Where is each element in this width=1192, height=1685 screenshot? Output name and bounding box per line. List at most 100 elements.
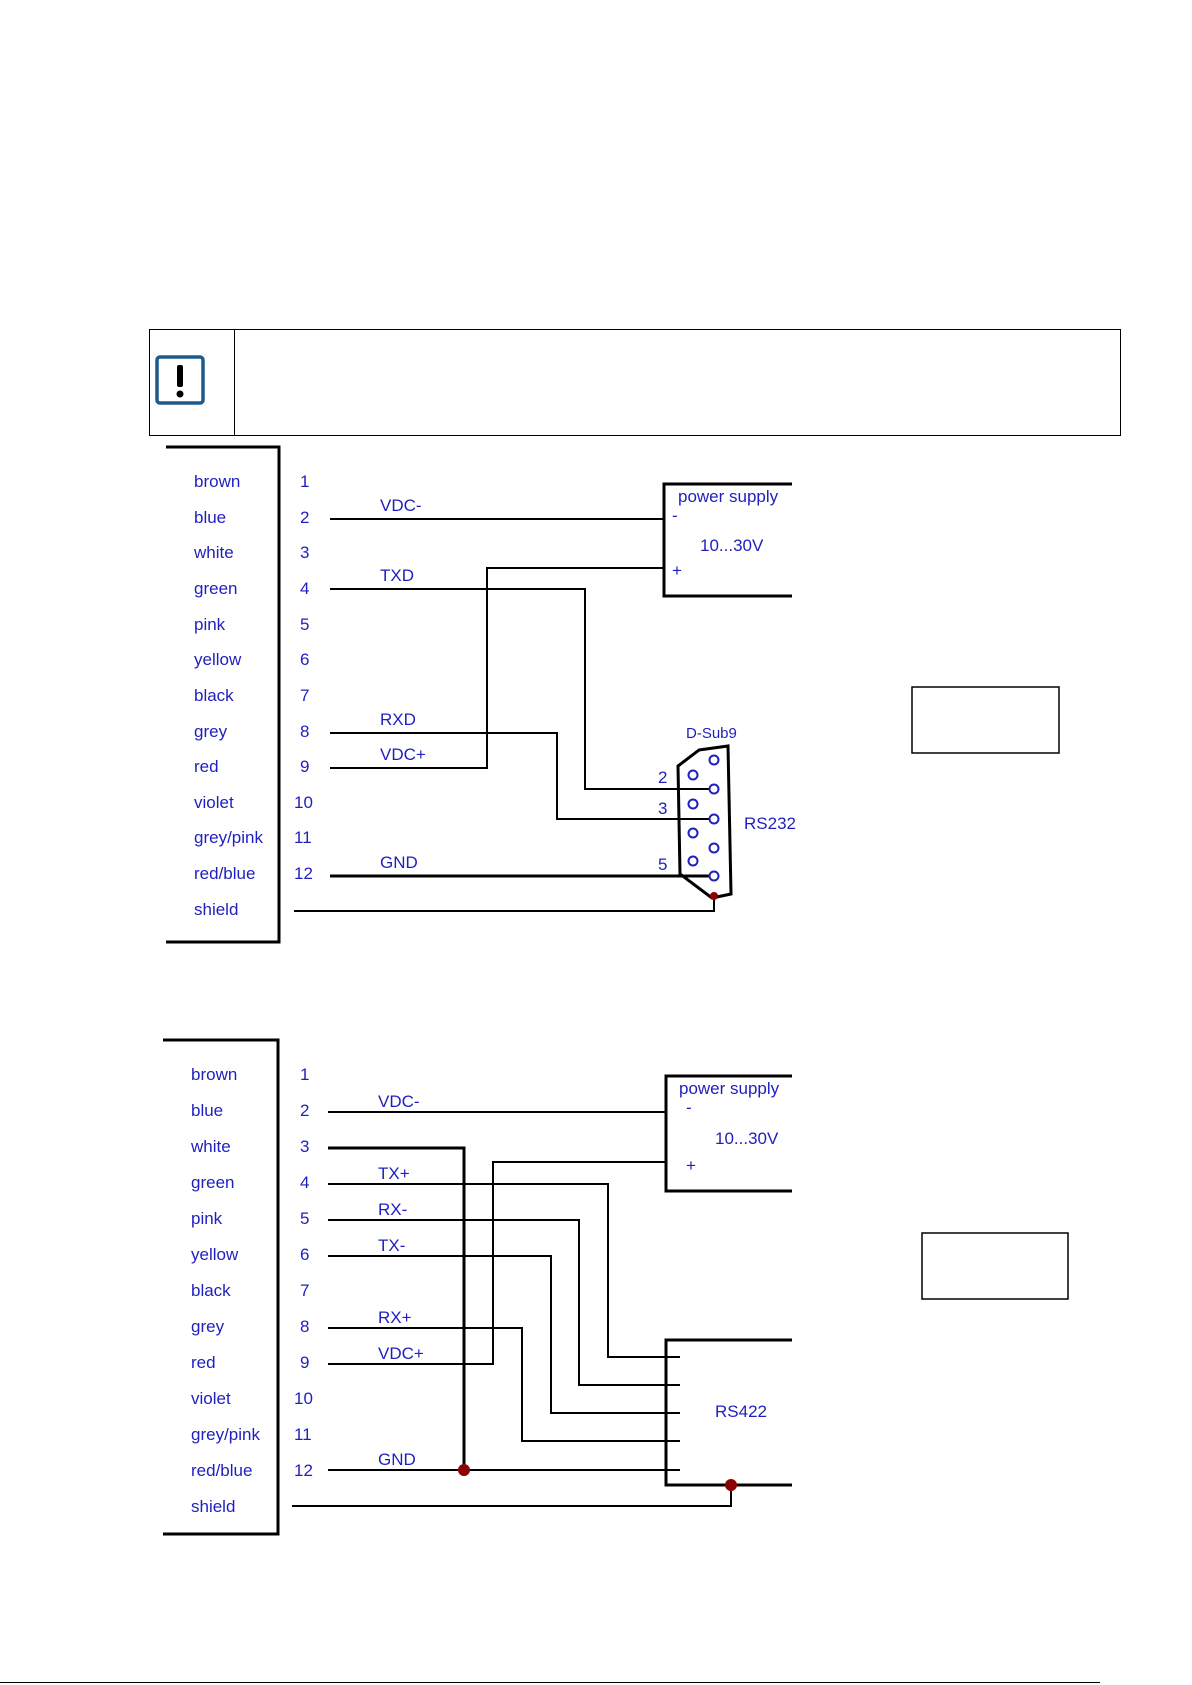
wire-vdc-plus [330,567,664,769]
cable-bracket [163,1038,280,1536]
pin-number: 9 [300,1353,309,1372]
wire-color-label: pink [194,615,226,634]
pin-number: 4 [300,1173,309,1192]
signal-vdc-plus: VDC+ [378,1344,424,1363]
rs232-wires [294,518,715,912]
pin-number: 1 [300,1065,309,1084]
interface-label: RS422 [715,1402,767,1421]
notice-box [149,329,1121,436]
wire-color-label: black [194,686,234,705]
signal-rxd: RXD [380,710,416,729]
wire-shield [292,1485,732,1507]
wire-color-label: yellow [191,1245,239,1264]
power-supply-title: power supply [678,487,779,506]
exclamation-icon [155,355,205,405]
dsub-pin [708,870,720,882]
dsub-pin [687,798,699,810]
wire-color-label: brown [191,1065,237,1084]
interface-label: RS232 [744,814,796,833]
wire-txd [330,588,715,790]
shield-junction [725,1479,737,1491]
signal-tx-minus: TX- [378,1236,405,1255]
pin-number: 12 [294,1461,313,1480]
wire-white-gnd-bus [328,1146,466,1470]
pin-number: 7 [300,686,309,705]
label-box [911,686,1060,754]
pin-number: 3 [300,543,309,562]
wire-color-label: grey/pink [194,828,263,847]
pin-number: 10 [294,1389,313,1408]
wire-color-label: green [191,1173,234,1192]
pin-number: 11 [294,1425,312,1444]
pin-number: 4 [300,579,309,598]
power-supply-plus: + [686,1156,696,1175]
wire-tx-plus [328,1183,680,1358]
signal-txd: TXD [380,566,414,585]
wire-rx-minus [328,1219,680,1386]
pin-number: 6 [300,650,309,669]
wire-color-label: red/blue [194,864,255,883]
wire-color-labels: brown blue white green pink yellow black… [190,1065,260,1516]
signal-gnd: GND [378,1450,416,1469]
wire-color-label: grey [194,722,228,741]
power-supply-title: power supply [679,1079,780,1098]
wire-color-label: grey/pink [191,1425,260,1444]
power-supply-box [662,482,792,598]
signal-rx-plus: RX+ [378,1308,412,1327]
label-box [921,1232,1069,1300]
signal-tx-plus: TX+ [378,1164,410,1183]
cable-bracket [166,445,281,944]
power-supply-voltage: 10...30V [700,536,764,555]
wire-color-label: red [194,757,219,776]
wire-vdc-plus [328,1161,666,1365]
wire-tx-minus [328,1255,680,1414]
signal-rx-minus: RX- [378,1200,407,1219]
pin-number: 6 [300,1245,309,1264]
wire-color-label: violet [191,1389,231,1408]
pin-number: 5 [300,615,309,634]
power-supply-minus: - [672,506,678,525]
signal-vdc-minus: VDC- [378,1092,420,1111]
dsub-pin [708,813,720,825]
notice-icon-cell [150,330,235,435]
shield-junction [710,892,718,900]
wire-color-label: grey [191,1317,225,1336]
wire-color-label: pink [191,1209,223,1228]
wire-color-labels: brown blue white green pink yellow black… [193,472,263,919]
dsub-pin-label-2: 2 [658,768,667,787]
pin-number: 5 [300,1209,309,1228]
dsub-pin [687,855,699,867]
signal-gnd: GND [380,853,418,872]
gnd-junction [458,1464,470,1476]
signal-vdc-plus: VDC+ [380,745,426,764]
pin-number-labels: 1 2 3 4 5 6 7 8 9 10 11 12 [294,1065,313,1480]
rs422-wires [292,1111,732,1507]
wire-color-label: white [190,1137,231,1156]
wire-color-label: shield [194,900,238,919]
wire-color-label: shield [191,1497,235,1516]
dsub-pin [687,769,699,781]
wire-color-label: red/blue [191,1461,252,1480]
wire-color-label: black [191,1281,231,1300]
pin-number-labels: 1 2 3 4 5 6 7 8 9 10 11 12 [294,472,313,883]
dsub-pin [708,842,720,854]
pin-number: 2 [300,508,309,527]
dsub-pin-label-5: 5 [658,855,667,874]
page-bottom-rule [0,1682,1100,1683]
power-supply-voltage: 10...30V [715,1129,779,1148]
wire-color-label: brown [194,472,240,491]
wire-color-label: yellow [194,650,242,669]
dsub-pin [708,754,720,766]
wire-color-label: red [191,1353,216,1372]
pin-number: 9 [300,757,309,776]
wire-color-label: violet [194,793,234,812]
pin-number: 3 [300,1137,309,1156]
rs422-wiring-diagram: brown blue white green pink yellow black… [163,1038,1069,1536]
dsub9-pins [687,754,720,882]
wire-color-label: green [194,579,237,598]
rs232-wiring-diagram: brown blue white green pink yellow black… [166,445,1060,944]
pin-number: 8 [300,722,309,741]
pin-number: 12 [294,864,313,883]
pin-number: 11 [294,828,312,847]
pin-number: 10 [294,793,313,812]
